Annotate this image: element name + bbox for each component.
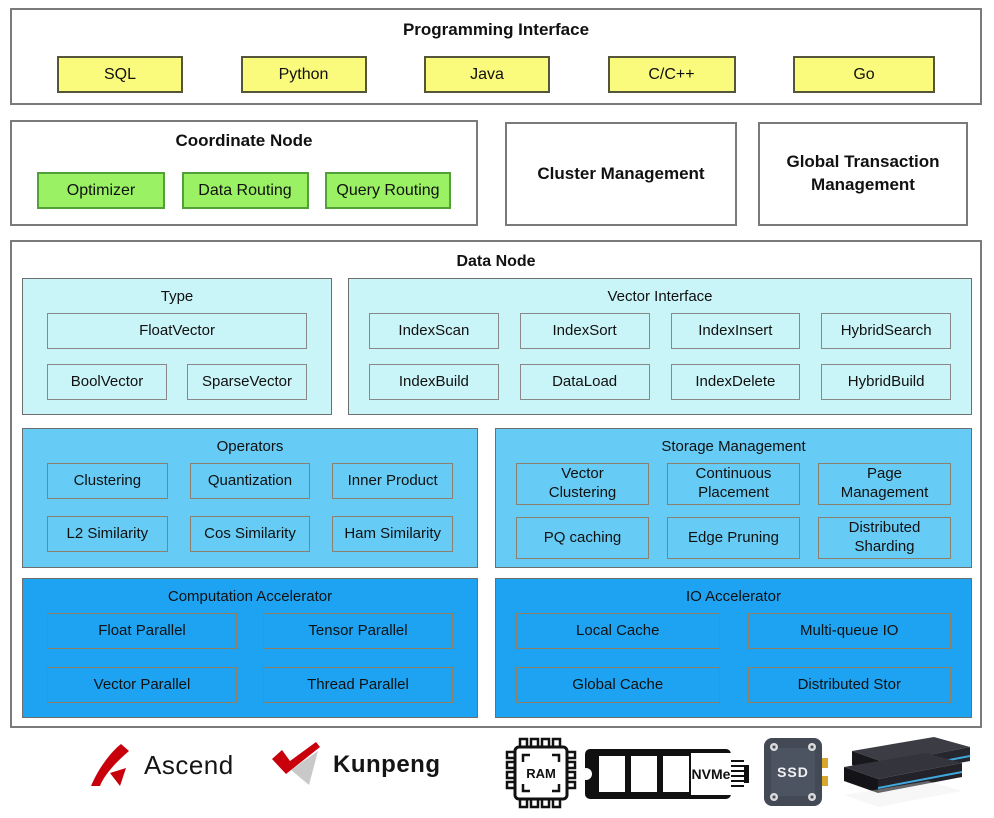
type-row-1: FloatVector xyxy=(23,313,331,349)
chip-java: Java xyxy=(424,56,550,93)
chip-vector-clustering: Vector Clustering xyxy=(516,463,649,505)
computation-row-2: Vector Parallel Thread Parallel xyxy=(23,667,477,703)
chip-python: Python xyxy=(240,56,367,93)
storage-management-title: Storage Management xyxy=(661,438,806,455)
chip-query-routing: Query Routing xyxy=(325,172,451,209)
vector-interface-row-1: IndexScan IndexSort IndexInsert HybridSe… xyxy=(349,313,971,349)
chip-clustering: Clustering xyxy=(47,463,168,499)
chip-pq-caching: PQ caching xyxy=(516,517,649,559)
chip-indexinsert: IndexInsert xyxy=(670,313,801,349)
chip-ham-similarity: Ham Similarity xyxy=(332,516,454,552)
ssd-label: SSD xyxy=(777,764,809,780)
data-node-title: Data Node xyxy=(456,253,536,270)
chip-distributed-stor: Distributed Stor xyxy=(747,667,951,703)
operators-row-1: Clustering Quantization Inner Product xyxy=(23,463,477,499)
storage-management-section: Storage Management Vector Clustering Con… xyxy=(495,428,972,568)
chip-sql: SQL xyxy=(57,56,183,93)
computation-accelerator-section: Computation Accelerator Float Parallel T… xyxy=(22,578,478,718)
chip-thread-parallel: Thread Parallel xyxy=(263,667,453,703)
type-title: Type xyxy=(160,288,194,305)
programming-interface-box: Programming Interface SQL Python Java C/… xyxy=(10,8,982,105)
ascend-icon xyxy=(91,744,129,786)
chip-edge-pruning: Edge Pruning xyxy=(667,517,800,559)
chip-dataload: DataLoad xyxy=(519,364,650,400)
ssd-drive-icon: SSD xyxy=(764,738,828,806)
io-accelerator-section: IO Accelerator Local Cache Multi-queue I… xyxy=(495,578,972,718)
chip-continuous-placement: Continuous Placement xyxy=(667,463,800,505)
ram-label: RAM xyxy=(526,766,556,781)
storage-row-2: PQ caching Edge Pruning Distributed Shar… xyxy=(496,517,971,559)
chip-hybridbuild: HybridBuild xyxy=(821,364,951,400)
type-section: Type FloatVector BoolVector SparseVector xyxy=(22,278,332,415)
cluster-management-box: Cluster Management xyxy=(505,122,737,226)
chip-cos-similarity: Cos Similarity xyxy=(189,516,311,552)
chip-multi-queue-io: Multi-queue IO xyxy=(747,613,951,649)
chip-go: Go xyxy=(793,56,935,93)
chip-hybridsearch: HybridSearch xyxy=(821,313,951,349)
ram-chip-icon: RAM xyxy=(505,737,577,809)
chip-l2-similarity: L2 Similarity xyxy=(47,516,168,552)
kunpeng-label: Kunpeng xyxy=(333,751,441,778)
vector-interface-title: Vector Interface xyxy=(607,288,713,305)
vector-interface-section: Vector Interface IndexScan IndexSort Ind… xyxy=(348,278,972,415)
chip-distributed-sharding: Distributed Sharding xyxy=(818,517,951,559)
chip-data-routing: Data Routing xyxy=(181,172,309,209)
computation-accelerator-title: Computation Accelerator xyxy=(167,588,333,605)
chip-float-parallel: Float Parallel xyxy=(47,613,237,649)
programming-interface-title: Programming Interface xyxy=(402,20,590,39)
storage-row-1: Vector Clustering Continuous Placement P… xyxy=(496,463,971,505)
data-node-box: Data Node Type FloatVector BoolVector Sp… xyxy=(10,240,982,728)
chip-optimizer: Optimizer xyxy=(37,172,165,209)
coordinate-node-box: Coordinate Node Optimizer Data Routing Q… xyxy=(10,120,478,226)
vector-interface-row-2: IndexBuild DataLoad IndexDelete HybridBu… xyxy=(349,364,971,400)
io-row-2: Global Cache Distributed Stor xyxy=(496,667,971,703)
chip-local-cache: Local Cache xyxy=(516,613,720,649)
chip-quantization: Quantization xyxy=(189,463,311,499)
chip-global-cache: Global Cache xyxy=(516,667,720,703)
ascend-label: Ascend xyxy=(144,749,234,780)
chip-inner-product: Inner Product xyxy=(332,463,454,499)
operators-section: Operators Clustering Quantization Inner … xyxy=(22,428,478,568)
language-chip-row: SQL Python Java C/C++ Go xyxy=(12,56,980,93)
chip-vector-parallel: Vector Parallel xyxy=(47,667,237,703)
server-image xyxy=(844,737,970,807)
chip-indexdelete: IndexDelete xyxy=(670,364,801,400)
kunpeng-icon xyxy=(272,742,320,785)
global-transaction-management-box: Global Transaction Management xyxy=(758,122,968,226)
io-accelerator-title: IO Accelerator xyxy=(685,588,782,605)
ascend-logo: Ascend xyxy=(85,740,234,790)
chip-c-cpp: C/C++ xyxy=(607,56,736,93)
chip-tensor-parallel: Tensor Parallel xyxy=(263,613,453,649)
chip-floatvector: FloatVector xyxy=(47,313,307,349)
operators-title: Operators xyxy=(216,438,284,455)
chip-sparsevector: SparseVector xyxy=(187,364,307,400)
kunpeng-logo: Kunpeng xyxy=(270,740,440,790)
nvme-label: NVMe xyxy=(692,766,731,782)
type-row-2: BoolVector SparseVector xyxy=(23,364,331,400)
chip-indexbuild: IndexBuild xyxy=(369,364,499,400)
io-row-1: Local Cache Multi-queue IO xyxy=(496,613,971,649)
operators-row-2: L2 Similarity Cos Similarity Ham Similar… xyxy=(23,516,477,552)
coordinate-chip-row: Optimizer Data Routing Query Routing xyxy=(12,172,476,209)
computation-row-1: Float Parallel Tensor Parallel xyxy=(23,613,477,649)
chip-indexsort: IndexSort xyxy=(519,313,650,349)
chip-boolvector: BoolVector xyxy=(47,364,167,400)
nvme-drive-icon: NVMe xyxy=(583,749,749,799)
chip-page-management: Page Management xyxy=(818,463,951,505)
coordinate-node-title: Coordinate Node xyxy=(175,131,313,150)
chip-indexscan: IndexScan xyxy=(369,313,499,349)
